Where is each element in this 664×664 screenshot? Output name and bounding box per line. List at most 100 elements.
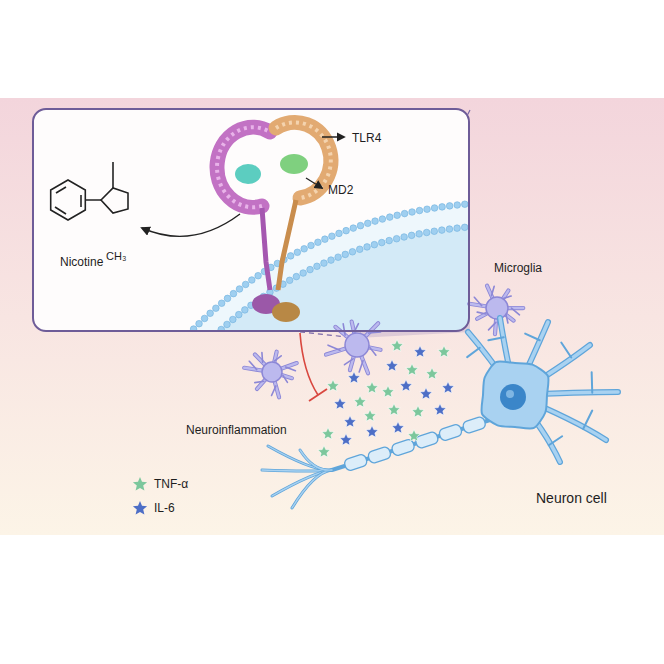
axon-terminal [268, 446, 332, 470]
lipid-head [224, 321, 231, 328]
microglia-body [262, 362, 282, 382]
microglia-branch [474, 297, 481, 305]
microglia-branch [369, 332, 381, 333]
cytokine-star [340, 434, 352, 446]
cytokine-star [366, 382, 378, 394]
dendrite-branch [583, 411, 592, 429]
cytokine-star [442, 382, 454, 394]
myelin-sheath [391, 438, 416, 456]
lipid-head [300, 270, 307, 277]
lipid-head [364, 244, 371, 251]
tlr4-left [217, 127, 270, 207]
microglia-cells [244, 286, 523, 398]
cytokine-star [327, 380, 339, 392]
legend: TNF-αIL-6 [132, 472, 188, 520]
nucleolus [506, 390, 514, 398]
cytokine-star [344, 416, 356, 428]
lipid-head [416, 207, 423, 214]
molecule-name: Nicotine [60, 256, 103, 270]
cytokine-star [392, 422, 404, 434]
cytokine-star [334, 398, 346, 410]
lipid-head [218, 300, 225, 307]
lipid-head [224, 295, 231, 302]
lipid-heads [180, 200, 469, 331]
lipid-head [213, 305, 220, 312]
lipid-head [322, 236, 329, 243]
lipid-head [446, 226, 453, 233]
legend-text: TNF-α [154, 477, 188, 491]
lipid-head [314, 263, 321, 270]
microglia-branch [506, 315, 508, 323]
cytokine-star [348, 372, 360, 384]
lipid-head [423, 229, 430, 236]
microglia-branch [255, 381, 264, 382]
lipid-head [461, 224, 468, 231]
lipid-head [401, 210, 408, 217]
lipid-head [356, 246, 363, 253]
inhibition-bar [309, 389, 327, 401]
legend-star [133, 501, 147, 515]
lipid-head [329, 233, 336, 240]
lipid-head [408, 232, 415, 239]
inset-content [51, 122, 469, 331]
protein-name: MD2 [328, 184, 353, 198]
lipid-head [321, 260, 328, 267]
tlr4-stalk [262, 208, 270, 290]
microglia-body [486, 297, 508, 319]
lipid-head [372, 218, 379, 225]
cytokine-star [354, 396, 366, 408]
lipid-head [378, 239, 385, 246]
membrane-bilayer [183, 203, 469, 331]
lipid-head [236, 286, 243, 293]
cytokine-star [434, 404, 446, 416]
microglia-branch [343, 324, 345, 335]
neuron [262, 318, 618, 508]
microglia-branch [283, 375, 287, 382]
lipid-head [454, 225, 461, 232]
lipid-head [255, 272, 262, 279]
lipid-head [462, 201, 469, 208]
microglia-cell [326, 322, 381, 374]
lipid-head [249, 277, 256, 284]
microglia-branch [275, 356, 282, 361]
binding-arrow [142, 214, 240, 236]
legend-text: IL-6 [154, 501, 175, 515]
cell-label: Microglia [494, 262, 542, 276]
lipid-head [393, 235, 400, 242]
lipid-head [308, 242, 315, 249]
inset-panel: CH₃NicotineTLR4MD2 [32, 108, 470, 332]
tlr4-stalk [278, 200, 296, 290]
dendrite-branch [488, 337, 503, 340]
lipid-head [394, 212, 401, 219]
lipid-head [439, 204, 446, 211]
lipid-head [207, 310, 214, 317]
lipid-head [335, 254, 342, 261]
lipid-head [287, 253, 294, 260]
leader-arrow [306, 178, 322, 188]
lipid-head [371, 241, 378, 248]
dendrite-branch [549, 436, 562, 445]
nicotine-structure [51, 162, 128, 220]
lipid-head [343, 227, 350, 234]
tlr4-left-texture [217, 127, 270, 207]
cytokine-star [408, 430, 420, 442]
legend-swatch [132, 476, 148, 492]
lipid-head [454, 202, 461, 209]
microglia-branch [344, 359, 353, 365]
cytokine-star [438, 346, 450, 358]
dendrite-branch [467, 348, 480, 357]
lipid-head [196, 320, 203, 327]
lipid-head [349, 248, 356, 255]
axon-terminal [292, 470, 332, 508]
lipid-head [301, 246, 308, 253]
lipid-head [315, 239, 322, 246]
microglia-branch [261, 353, 263, 363]
lipid-head [431, 228, 438, 235]
dendrite-branch [561, 343, 571, 358]
tlr4-right-texture [276, 122, 331, 198]
lipid-head [230, 316, 237, 323]
nucleus [500, 384, 526, 410]
dendrite-branch [525, 334, 540, 341]
